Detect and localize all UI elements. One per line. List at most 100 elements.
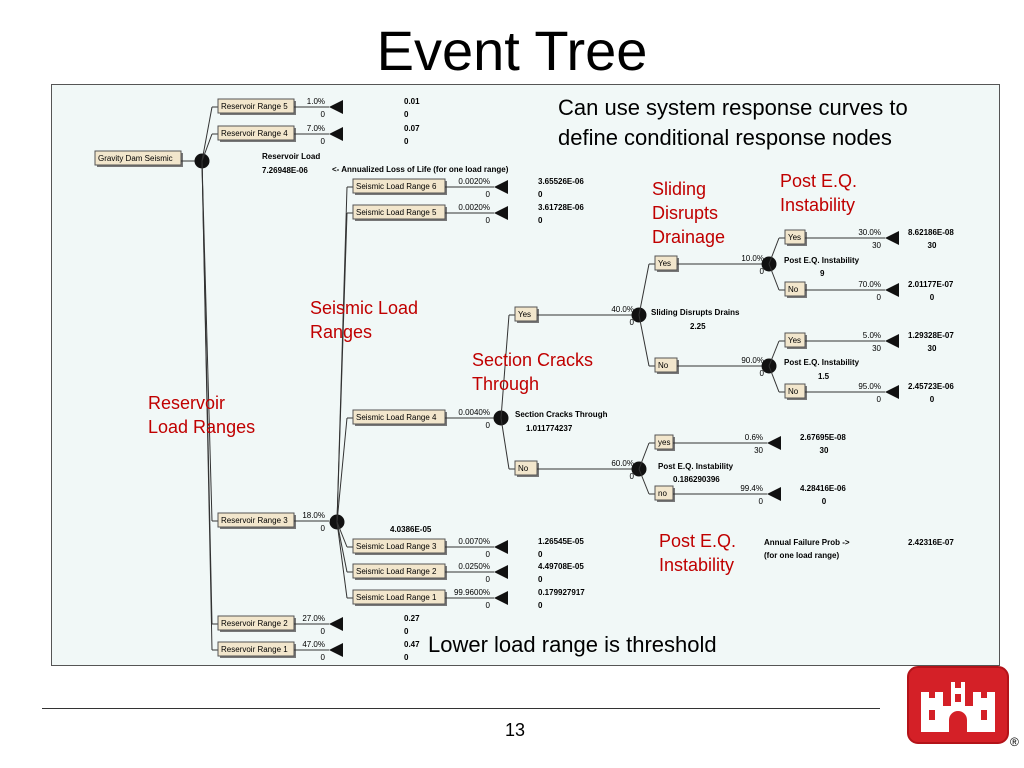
payoff-sl2: 4.49708E-05 <box>538 562 584 571</box>
pe-top-no-title: Post E.Q. Instability <box>784 358 860 367</box>
connector-line <box>336 212 348 523</box>
terminal-node-icon <box>494 540 508 554</box>
branch-pe3_no-label: no <box>658 489 667 498</box>
prob-sc_yes: 40.0% <box>611 305 634 314</box>
annual-failure-sub: (for one load range) <box>764 551 839 560</box>
payoff2-rr1: 0 <box>404 653 409 662</box>
branch-rr1 <box>217 641 295 657</box>
branch-rr5 <box>217 98 295 114</box>
branch-sl6-label: Seismic Load Range 6 <box>356 182 437 191</box>
payoff2-pe3_no: 0 <box>822 497 827 506</box>
prob-sc_no: 60.0% <box>611 459 634 468</box>
cost-sl3: 0 <box>486 550 491 559</box>
cost-pe2_yes: 30 <box>872 344 881 353</box>
payoff-pe1_yes: 8.62186E-08 <box>908 228 954 237</box>
terminal-node-icon <box>767 487 781 501</box>
branch-pe2_yes <box>784 332 806 348</box>
cost-sl1: 0 <box>486 601 491 610</box>
annual-failure-value: 2.42316E-07 <box>908 538 954 547</box>
branch-rr1-label: Reservoir Range 1 <box>221 645 288 654</box>
terminal-node-icon <box>885 385 899 399</box>
terminal-node-icon <box>329 127 343 141</box>
connector-line <box>638 468 650 495</box>
cost-rr2: 0 <box>321 627 326 636</box>
annualized-note: <- Annualized Loss of Life (for one load… <box>332 165 509 174</box>
terminal-node-icon <box>329 100 343 114</box>
branch-sl3-label: Seismic Load Range 3 <box>356 542 437 551</box>
payoff2-pe2_yes: 30 <box>928 344 937 353</box>
prob-rr5: 1.0% <box>307 97 325 106</box>
pe-top-no-value: 1.5 <box>818 372 830 381</box>
connector-line <box>768 237 780 265</box>
branch-sl4 <box>352 409 446 425</box>
terminal-node-icon <box>329 617 343 631</box>
connector-line <box>768 340 780 367</box>
pe-top-yes-value: 9 <box>820 269 825 278</box>
terminal-node-icon <box>885 283 899 297</box>
payoff2-sl3: 0 <box>538 550 543 559</box>
pe-bottom-title: Post E.Q. Instability <box>658 462 734 471</box>
branch-sd_yes <box>654 255 678 271</box>
branch-sl2-label: Seismic Load Range 2 <box>356 567 437 576</box>
sliding-value: 2.25 <box>690 322 706 331</box>
branch-sl6 <box>352 178 446 194</box>
section-cracks-title: Section Cracks Through <box>515 410 608 419</box>
connector-line <box>201 106 213 162</box>
prob-rr4: 7.0% <box>307 124 325 133</box>
prob-pe3_no: 99.4% <box>740 484 763 493</box>
cost-pe1_yes: 30 <box>872 241 881 250</box>
prob-sl2: 0.0250% <box>458 562 490 571</box>
cost-sl4: 0 <box>486 421 491 430</box>
annual-failure-title: Annual Failure Prob -> <box>764 538 850 547</box>
cost-pe2_no: 0 <box>877 395 882 404</box>
branch-sl4-label: Seismic Load Range 4 <box>356 413 437 422</box>
connector-line <box>638 314 650 367</box>
cost-sd_no: 0 <box>760 369 765 378</box>
branch-sd_yes-label: Yes <box>658 259 671 268</box>
prob-pe1_no: 70.0% <box>858 280 881 289</box>
prob-sd_no: 90.0% <box>741 356 764 365</box>
payoff2-pe1_no: 0 <box>930 293 935 302</box>
cost-rr1: 0 <box>321 653 326 662</box>
cost-pe3_no: 0 <box>759 497 764 506</box>
branch-pe1_no <box>784 281 806 297</box>
payoff-rr2: 0.27 <box>404 614 420 623</box>
prob-sl1: 99.9600% <box>454 588 490 597</box>
branch-sl2 <box>352 563 446 579</box>
payoff2-sl6: 0 <box>538 190 543 199</box>
slide-title: Event Tree <box>376 19 648 82</box>
pe-bottom-value: 0.186290396 <box>673 475 720 484</box>
branch-pe1_yes-label: Yes <box>788 233 801 242</box>
payoff-pe2_yes: 1.29328E-07 <box>908 331 954 340</box>
payoff-rr1: 0.47 <box>404 640 420 649</box>
connector-line <box>500 314 510 419</box>
branch-sl3 <box>352 538 446 554</box>
branch-pe2_no-label: No <box>788 387 799 396</box>
terminal-node-icon <box>494 206 508 220</box>
connector-line <box>638 263 650 316</box>
connector-line <box>768 263 780 291</box>
prob-sl4: 0.0040% <box>458 408 490 417</box>
callout-lower-load-range: Lower load range is threshold <box>428 632 717 657</box>
branch-sc_yes-label: Yes <box>518 310 531 319</box>
terminal-node-icon <box>885 334 899 348</box>
connector-line <box>336 521 348 599</box>
terminal-node-icon <box>494 180 508 194</box>
callout-seismic-load-ranges: Seismic Load Ranges <box>310 298 419 342</box>
reservoir-load-title: Reservoir Load <box>262 152 320 161</box>
callout-reservoir-load-ranges: Reservoir Load Ranges <box>148 393 256 437</box>
payoff-rr5: 0.01 <box>404 97 420 106</box>
root-node <box>94 150 182 166</box>
payoff-rr4: 0.07 <box>404 124 420 133</box>
cost-sc_yes: 0 <box>630 318 635 327</box>
terminal-node-icon <box>494 591 508 605</box>
sliding-title: Sliding Disrupts Drains <box>651 308 740 317</box>
range3-value: 4.0386E-05 <box>390 525 432 534</box>
prob-sd_yes: 10.0% <box>741 254 764 263</box>
payoff-sl5: 3.61728E-06 <box>538 203 584 212</box>
payoff2-rr2: 0 <box>404 627 409 636</box>
prob-pe2_no: 95.0% <box>858 382 881 391</box>
payoff2-rr4: 0 <box>404 137 409 146</box>
payoff-pe1_no: 2.01177E-07 <box>908 280 954 289</box>
